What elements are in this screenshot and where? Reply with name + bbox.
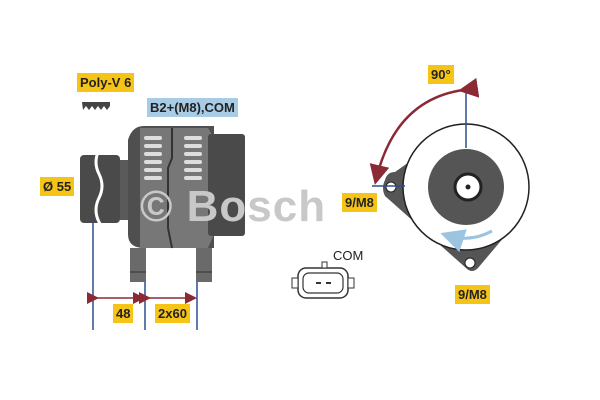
- angle-arrow: [369, 77, 480, 185]
- poly-v-profile-icon: [82, 102, 110, 110]
- rear-cover: [208, 134, 245, 236]
- housing-center: [140, 128, 214, 248]
- connector-label: COM: [333, 248, 364, 263]
- mount-foot-rear: [196, 248, 212, 282]
- bosch-watermark: © Bosch: [140, 182, 327, 231]
- pulley: [80, 155, 120, 223]
- mount-bottom-label: 9/M8: [455, 285, 490, 304]
- connector-icon: [291, 261, 355, 299]
- terminals-label: B2+(M8),COM: [147, 98, 238, 117]
- mount-foot-front: [130, 248, 146, 282]
- alternator-rear-view: [369, 77, 530, 271]
- mount-left-label: 9/M8: [342, 193, 377, 212]
- mount-hole-bottom: [464, 257, 476, 269]
- mount-hole-left: [385, 181, 397, 193]
- rotation-arrow: [440, 229, 493, 253]
- angle-label: 90°: [428, 65, 454, 84]
- dimension-48-label: 48: [113, 304, 134, 323]
- belt-type-label: Poly-V 6: [77, 73, 135, 92]
- dimension-lines: [87, 222, 198, 330]
- dimension-2x60-label: 2x60: [155, 304, 190, 323]
- pulley-diameter-label: Ø 55: [40, 177, 75, 196]
- alternator-side-view: [80, 126, 245, 282]
